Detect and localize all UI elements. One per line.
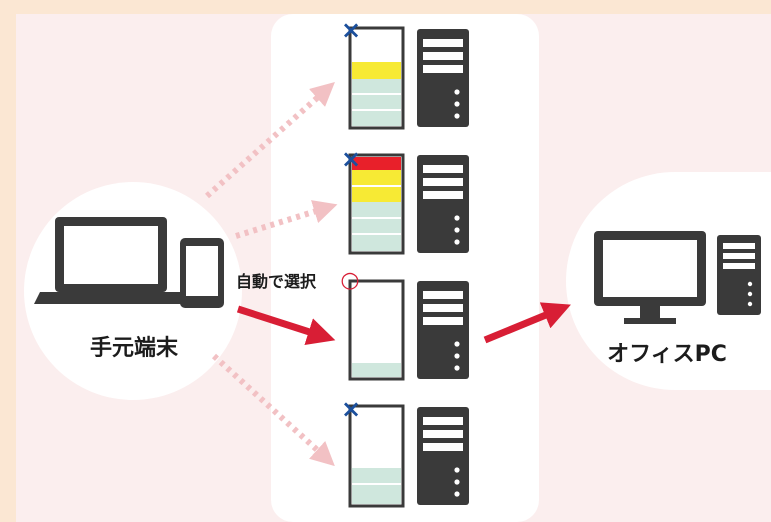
office-label: オフィスPC bbox=[607, 342, 727, 367]
arrow-to-server-1 bbox=[205, 82, 335, 199]
server-2 bbox=[348, 153, 469, 255]
server-2-x-mark: × bbox=[341, 145, 361, 173]
server-4-x-mark: × bbox=[341, 395, 361, 423]
server-1 bbox=[348, 26, 469, 130]
server-3 bbox=[348, 279, 469, 381]
server-3-load-gauge bbox=[348, 279, 405, 381]
server-3-circle-mark: ○ bbox=[340, 268, 359, 293]
server-1-x-mark: × bbox=[341, 16, 361, 44]
server-4 bbox=[348, 404, 469, 508]
auto-select-label: 自動で選択 bbox=[236, 272, 317, 291]
arrow-to-office-pc bbox=[483, 302, 571, 344]
laptop-icon bbox=[34, 217, 186, 304]
arrow-to-server-4 bbox=[211, 353, 335, 467]
smartphone-icon bbox=[180, 238, 224, 308]
monitor-icon bbox=[594, 231, 706, 324]
arrow-to-selected-server bbox=[236, 305, 336, 346]
client-label: 手元端末 bbox=[89, 336, 178, 361]
office-tower-icon bbox=[717, 235, 761, 315]
arrow-to-server-2 bbox=[235, 200, 338, 239]
